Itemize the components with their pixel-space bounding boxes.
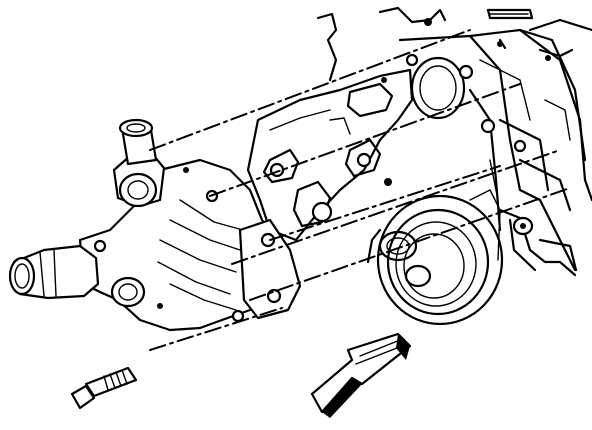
water-pump-assembly	[8, 118, 302, 332]
crankshaft-pulley	[366, 189, 504, 326]
alignment-lines	[149, 29, 571, 351]
front-direction-arrow	[310, 332, 412, 418]
water-pump-bolt	[70, 366, 138, 410]
water-pump-gasket	[246, 68, 414, 242]
engine-block	[316, 6, 592, 277]
